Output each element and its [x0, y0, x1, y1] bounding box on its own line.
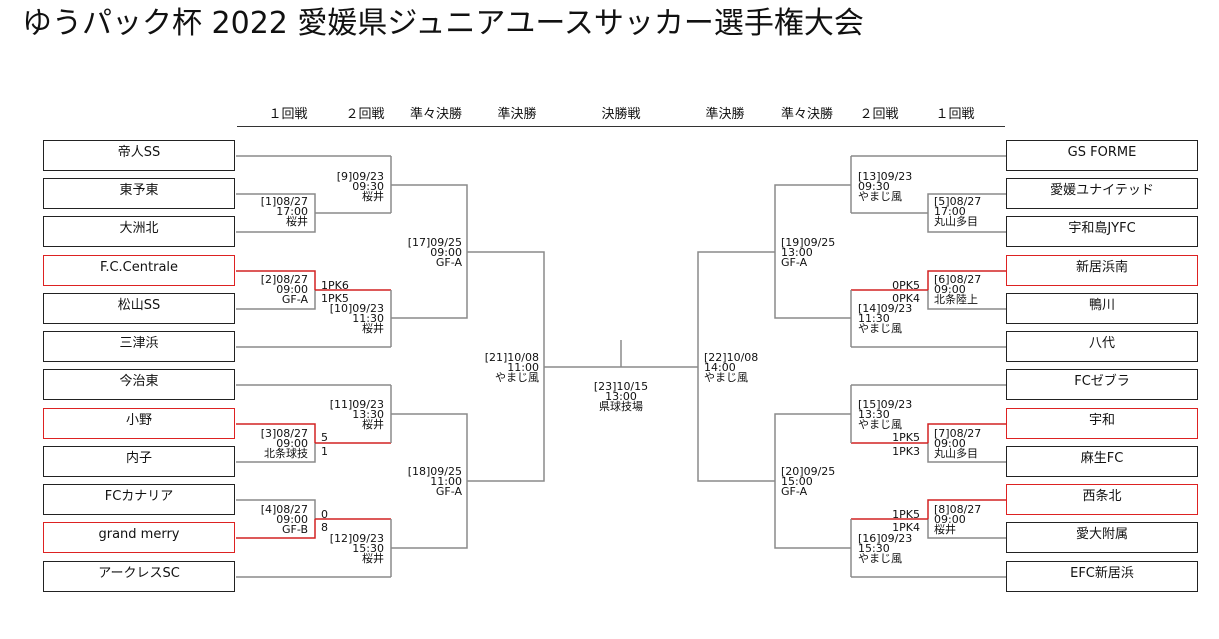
round-header-left-sf: 準決勝: [497, 107, 537, 122]
score-m4-top: 0: [321, 508, 328, 521]
team-left-10: FCカナリア: [43, 484, 235, 515]
round-header-left-r1: １回戦: [268, 107, 308, 122]
match-info-17: [17]09/25 09:00 GF-A: [407, 236, 462, 269]
team-right-11: 愛大附属: [1006, 522, 1198, 553]
round-header-underline-right: [695, 126, 1005, 127]
team-right-8: 宇和: [1006, 408, 1198, 439]
bracket-line-30: [927, 519, 1006, 539]
match-info-6: [6]08/27 09:00 北条陸上: [934, 273, 982, 306]
round-header-right-sf: 準決勝: [705, 107, 745, 122]
score-m4-bottom: 8: [321, 521, 328, 534]
bracket-line-6: [236, 499, 316, 519]
match-info-23: [23]10/15 13:00 県球技場: [593, 380, 649, 413]
score-m6-top: 0PK5: [892, 279, 920, 292]
team-right-9: 麻生FC: [1006, 446, 1198, 477]
score-m7-bottom: 1PK3: [892, 445, 920, 458]
team-left-7: 今治東: [43, 369, 235, 400]
team-right-4: 新居浜南: [1006, 255, 1198, 286]
team-right-7: FCゼブラ: [1006, 369, 1198, 400]
bracket-line-26: [927, 290, 1006, 310]
bracket-line-5: [236, 443, 316, 463]
bracket-line-28: [927, 443, 1006, 463]
match-info-16: [16]09/23 15:30 やまじ風: [858, 532, 913, 565]
team-right-10: 西条北: [1006, 484, 1198, 515]
team-left-6: 三津浜: [43, 331, 235, 362]
round-header-final: 決勝戦: [601, 107, 641, 122]
match-info-4: [4]08/27 09:00 GF-B: [260, 503, 308, 536]
match-info-11: [11]09/23 13:30 桜井: [329, 398, 384, 431]
bracket-line-29: [927, 499, 1006, 519]
match-info-1: [1]08/27 17:00 桜井: [260, 195, 308, 228]
bracket-line-2: [236, 270, 316, 290]
team-left-8: 小野: [43, 408, 235, 439]
team-right-12: EFC新居浜: [1006, 561, 1198, 592]
team-left-9: 内子: [43, 446, 235, 477]
round-header-right-r1: １回戦: [935, 107, 975, 122]
bracket-line-7: [236, 519, 316, 539]
team-left-11: grand merry: [43, 522, 235, 553]
match-info-9: [9]09/23 09:30 桜井: [336, 170, 384, 203]
team-left-1: 帝人SS: [43, 140, 235, 171]
bracket-line-4: [236, 423, 316, 443]
match-info-15: [15]09/23 13:30 やまじ風: [858, 398, 913, 431]
bracket-line-25: [927, 270, 1006, 290]
match-info-18: [18]09/25 11:00 GF-A: [407, 465, 462, 498]
team-left-2: 東予東: [43, 178, 235, 209]
score-m2-top: 1PK6: [321, 279, 349, 292]
team-right-6: 八代: [1006, 331, 1198, 362]
match-info-22: [22]10/08 14:00 やまじ風: [704, 351, 759, 384]
round-header-right-r2: ２回戦: [859, 107, 899, 122]
match-info-3: [3]08/27 09:00 北条球技: [260, 427, 308, 460]
match-info-21: [21]10/08 11:00 やまじ風: [484, 351, 539, 384]
team-left-12: アークレスSC: [43, 561, 235, 592]
match-info-10: [10]09/23 11:30 桜井: [329, 302, 384, 335]
score-m3-top: 5: [321, 431, 328, 444]
round-header-left-r2: ２回戦: [345, 107, 385, 122]
match-info-19: [19]09/25 13:00 GF-A: [781, 236, 836, 269]
team-left-4: F.C.Centrale: [43, 255, 235, 286]
score-m7-top: 1PK5: [892, 431, 920, 444]
team-right-1: GS FORME: [1006, 140, 1198, 171]
team-right-2: 愛媛ユナイテッド: [1006, 178, 1198, 209]
page-title: ゆうパック杯 2022 愛媛県ジュニアユースサッカー選手権大会: [22, 6, 864, 41]
team-left-3: 大洲北: [43, 216, 235, 247]
match-info-8: [8]08/27 09:00 桜井: [934, 503, 982, 536]
bracket-line-27: [927, 423, 1006, 443]
match-info-12: [12]09/23 15:30 桜井: [329, 532, 384, 565]
score-m6-bottom: 0PK4: [892, 292, 920, 305]
match-info-20: [20]09/25 15:00 GF-A: [781, 465, 836, 498]
match-info-7: [7]08/27 09:00 丸山多目: [934, 427, 982, 460]
score-m3-bottom: 1: [321, 445, 328, 458]
score-m8-top: 1PK5: [892, 508, 920, 521]
match-info-2: [2]08/27 09:00 GF-A: [260, 273, 308, 306]
match-info-14: [14]09/23 11:30 やまじ風: [858, 302, 913, 335]
team-right-5: 鴨川: [1006, 293, 1198, 324]
round-header-left-qf: 準々決勝: [409, 107, 463, 122]
round-header-right-qf: 準々決勝: [780, 107, 834, 122]
round-header-underline-left: [237, 126, 543, 127]
team-right-3: 宇和島JYFC: [1006, 216, 1198, 247]
team-left-5: 松山SS: [43, 293, 235, 324]
match-info-13: [13]09/23 09:30 やまじ風: [858, 170, 913, 203]
score-m8-bottom: 1PK4: [892, 521, 920, 534]
score-m2-bottom: 1PK5: [321, 292, 349, 305]
round-header-underline-center: [543, 126, 695, 127]
match-info-5: [5]08/27 17:00 丸山多目: [934, 195, 982, 228]
bracket-line-3: [236, 290, 316, 310]
